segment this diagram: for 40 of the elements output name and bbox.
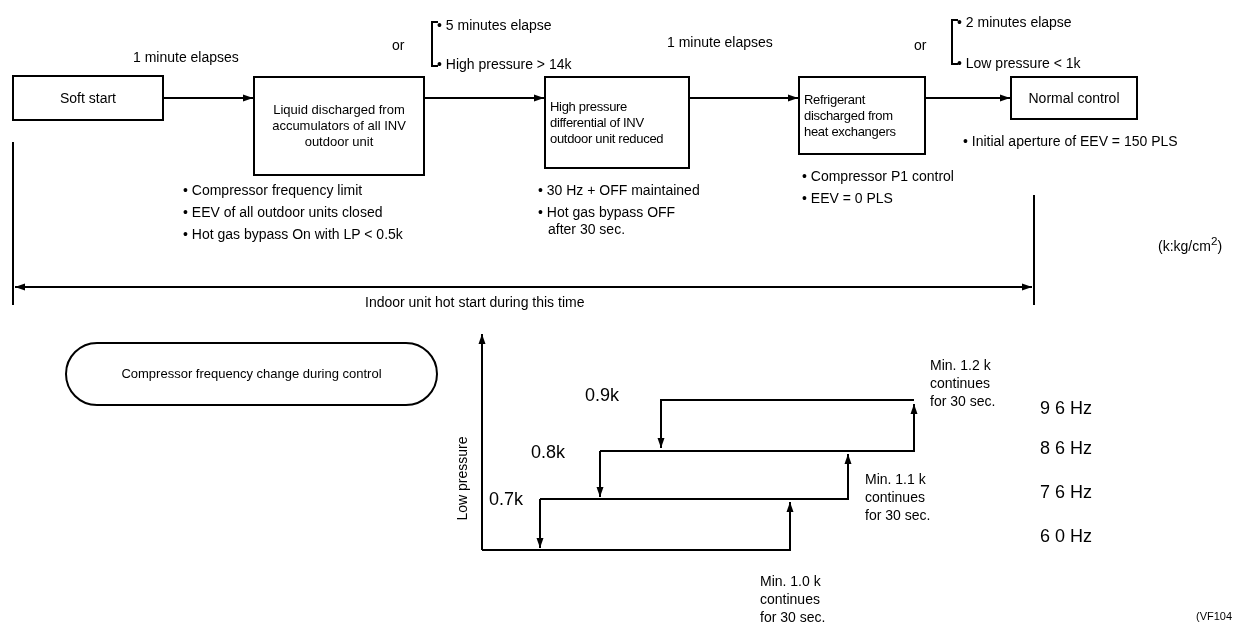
arrow xyxy=(689,94,799,102)
annotation-text: Min. 1.0 k continues for 30 sec. xyxy=(760,572,827,626)
note-text: • Initial aperture of EEV = 150 PLS xyxy=(963,133,1178,150)
note-text: • Hot gas bypass On with LP < 0.5k xyxy=(183,226,403,243)
process-box: Normal control xyxy=(1010,76,1138,120)
annotation-text: Min. 1.1 k continues for 30 sec. xyxy=(865,470,932,524)
note-text: • EEV of all outdoor units closed xyxy=(183,204,383,221)
frequency-label: 6 0 Hz xyxy=(1040,526,1093,546)
arrow xyxy=(163,94,254,102)
note-text: • Compressor P1 control xyxy=(802,168,954,185)
unit-note: (k:kg/cm$^{2}$) xyxy=(1158,233,1223,255)
dimension-label: Indoor unit hot start during this time xyxy=(365,294,585,311)
pressure-value: 0.9k xyxy=(585,385,620,405)
note-text: • 30 Hz + OFF maintained xyxy=(538,182,700,199)
arrow xyxy=(925,94,1011,102)
note-text: • Hot gas bypass OFF after 30 sec. xyxy=(538,204,677,238)
condition-text: or xyxy=(914,37,927,54)
note-text: • Compressor frequency limit xyxy=(183,182,363,199)
condition-text: • 5 minutes elapse xyxy=(437,17,552,34)
condition-text: • Low pressure < 1k xyxy=(957,55,1081,72)
edge-label: 1 minute elapses xyxy=(667,34,773,51)
condition-text: or xyxy=(392,37,405,54)
process-box: High pressure differential of INV outdoor unit reduced xyxy=(544,76,690,169)
condition-text: • 2 minutes elapse xyxy=(957,14,1072,31)
pressure-value: 0.8k xyxy=(531,442,566,462)
document-code: (VF104 xyxy=(1196,609,1233,624)
process-box: Refrigerant discharged from heat exchangers xyxy=(798,76,926,155)
process-box: Liquid discharged from accumulators of all INV outdoor unit xyxy=(253,76,425,176)
rounded-box: Compressor frequency change during control xyxy=(65,342,438,406)
frequency-label: 8 6 Hz xyxy=(1040,438,1093,458)
annotation-text: Min. 1.2 k continues for 30 sec. xyxy=(930,356,997,410)
note-text: • EEV = 0 PLS xyxy=(802,190,893,207)
arrow xyxy=(424,94,545,102)
frequency-label: 9 6 Hz xyxy=(1040,398,1093,418)
axis-label: Low pressure xyxy=(453,436,471,521)
edge-label: 1 minute elapses xyxy=(133,49,239,66)
frequency-label: 7 6 Hz xyxy=(1040,482,1093,502)
pressure-value: 0.7k xyxy=(489,489,524,509)
condition-text: • High pressure > 14k xyxy=(437,56,572,73)
process-box: Soft start xyxy=(12,75,164,121)
